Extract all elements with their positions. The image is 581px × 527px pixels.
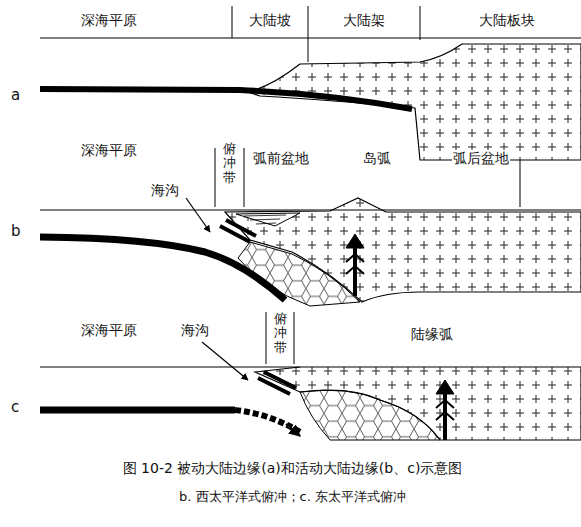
forearc-sediment <box>236 213 300 226</box>
trench-arrow <box>186 198 210 232</box>
subducting-slab <box>40 237 285 300</box>
zone-label: 海沟 <box>150 182 180 199</box>
continental-plate <box>248 44 581 160</box>
header-line <box>40 37 581 38</box>
magma-arrow <box>436 380 454 394</box>
zone-label: 大陆架 <box>342 12 386 29</box>
subducting-slab <box>40 407 235 414</box>
caption-subline: b. 西太平洋式俯冲；c. 东太平洋式俯冲 <box>2 488 581 506</box>
trench-arrow <box>202 342 248 380</box>
zone-label: 俯冲带 <box>223 142 236 185</box>
sea-surface <box>40 366 300 367</box>
figure-caption: 图 10-2 被动大陆边缘(a)和活动大陆边缘(b、c)示意图 <box>2 460 581 478</box>
zone-label: 海沟 <box>180 322 210 339</box>
zone-label: 深海平原 <box>80 142 138 159</box>
magma-arrow <box>346 254 364 274</box>
zone-divider <box>215 148 520 207</box>
sea-surface <box>40 209 581 210</box>
zone-label: 弧前盆地 <box>252 150 310 167</box>
panel-b <box>40 148 581 306</box>
panel-letter: b <box>10 222 22 240</box>
panel-letter: a <box>10 86 21 104</box>
panel-a <box>40 6 581 160</box>
forearc-sediment <box>244 215 286 224</box>
zone-label: 岛弧 <box>362 150 392 167</box>
slab-arrow <box>286 424 300 436</box>
panel-c <box>40 312 581 440</box>
subduction-zone <box>220 220 256 242</box>
zone-label: 大陆坡 <box>248 12 292 29</box>
magma-arrow <box>346 234 364 248</box>
zone-label: 大陆板块 <box>478 12 536 29</box>
panel-letter: c <box>10 398 20 416</box>
zone-label: 深海平原 <box>80 322 138 339</box>
subduction-zone <box>258 372 296 394</box>
magma-arrow <box>436 400 454 420</box>
arc-crust <box>225 198 581 302</box>
zone-label: 俯冲带 <box>274 312 287 355</box>
zone-label: 陆缘弧 <box>410 326 454 343</box>
zone-label: 深海平原 <box>80 12 138 29</box>
continental-arc-crust <box>255 367 581 440</box>
zone-label: 弧后盆地 <box>452 150 510 167</box>
zone-divider <box>232 6 420 62</box>
oceanic-crust <box>40 89 412 109</box>
zone-divider <box>266 312 294 364</box>
